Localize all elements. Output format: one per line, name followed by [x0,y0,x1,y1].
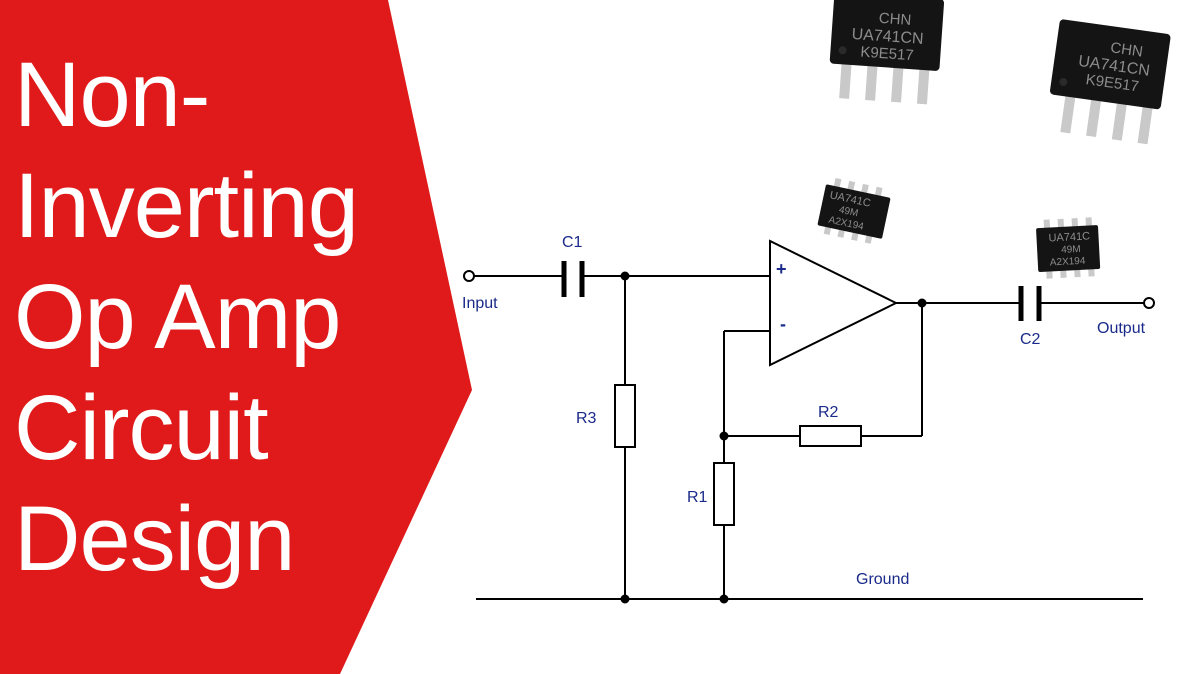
input-label: Input [462,295,498,312]
chip-marking: CHN [878,10,912,29]
chip-marking: UA741CN [851,26,924,48]
junction-dot [620,271,630,281]
chip-marking: UA741C [1048,230,1090,244]
dip-chip-right: CHN UA741CN K9E517 [1050,19,1171,145]
opamp-triangle [769,239,899,367]
junction-dots [620,271,927,604]
junction-dot [719,431,729,441]
circuit-schematic [463,239,1155,600]
r1-label: R1 [687,489,708,506]
dip-chip-left: CHN UA741CN K9E517 [829,0,945,105]
title-line-5: Design [14,488,295,590]
c1-label: C1 [562,234,583,251]
title-line-3: Op Amp [14,266,341,368]
junction-dot [620,594,630,604]
r2-label: R2 [818,404,839,421]
chip-marking: A2X194 [1050,256,1087,269]
soic-chip-right: UA741C 49M A2X194 [1036,217,1101,279]
chip-marking: 49M [838,205,859,220]
r3-resistor [614,384,636,448]
chip-marking: 49M [1061,244,1081,256]
title-line-1: Non- [14,44,210,146]
soic-chip-top: UA741C 49M A2X194 [817,178,891,244]
output-label: Output [1097,320,1146,337]
title-banner [0,0,472,674]
c2-label: C2 [1020,331,1041,348]
input-terminal [463,270,475,282]
junction-dot [719,594,729,604]
title-block: Non- Inverting Op Amp Circuit Design [14,40,444,595]
r1-resistor [713,462,735,526]
r2-resistor [799,425,862,447]
ground-label: Ground [856,571,909,588]
junction-dot [917,298,927,308]
title-line-2: Inverting [14,155,359,257]
chip-marking: K9E517 [860,44,914,65]
opamp-plus-sign: + [776,259,787,279]
output-terminal [1143,297,1155,309]
chip-marking: CHN [1109,39,1144,60]
r3-label: R3 [576,410,597,427]
opamp-minus-sign: - [780,314,786,334]
title-line-4: Circuit [14,377,269,479]
